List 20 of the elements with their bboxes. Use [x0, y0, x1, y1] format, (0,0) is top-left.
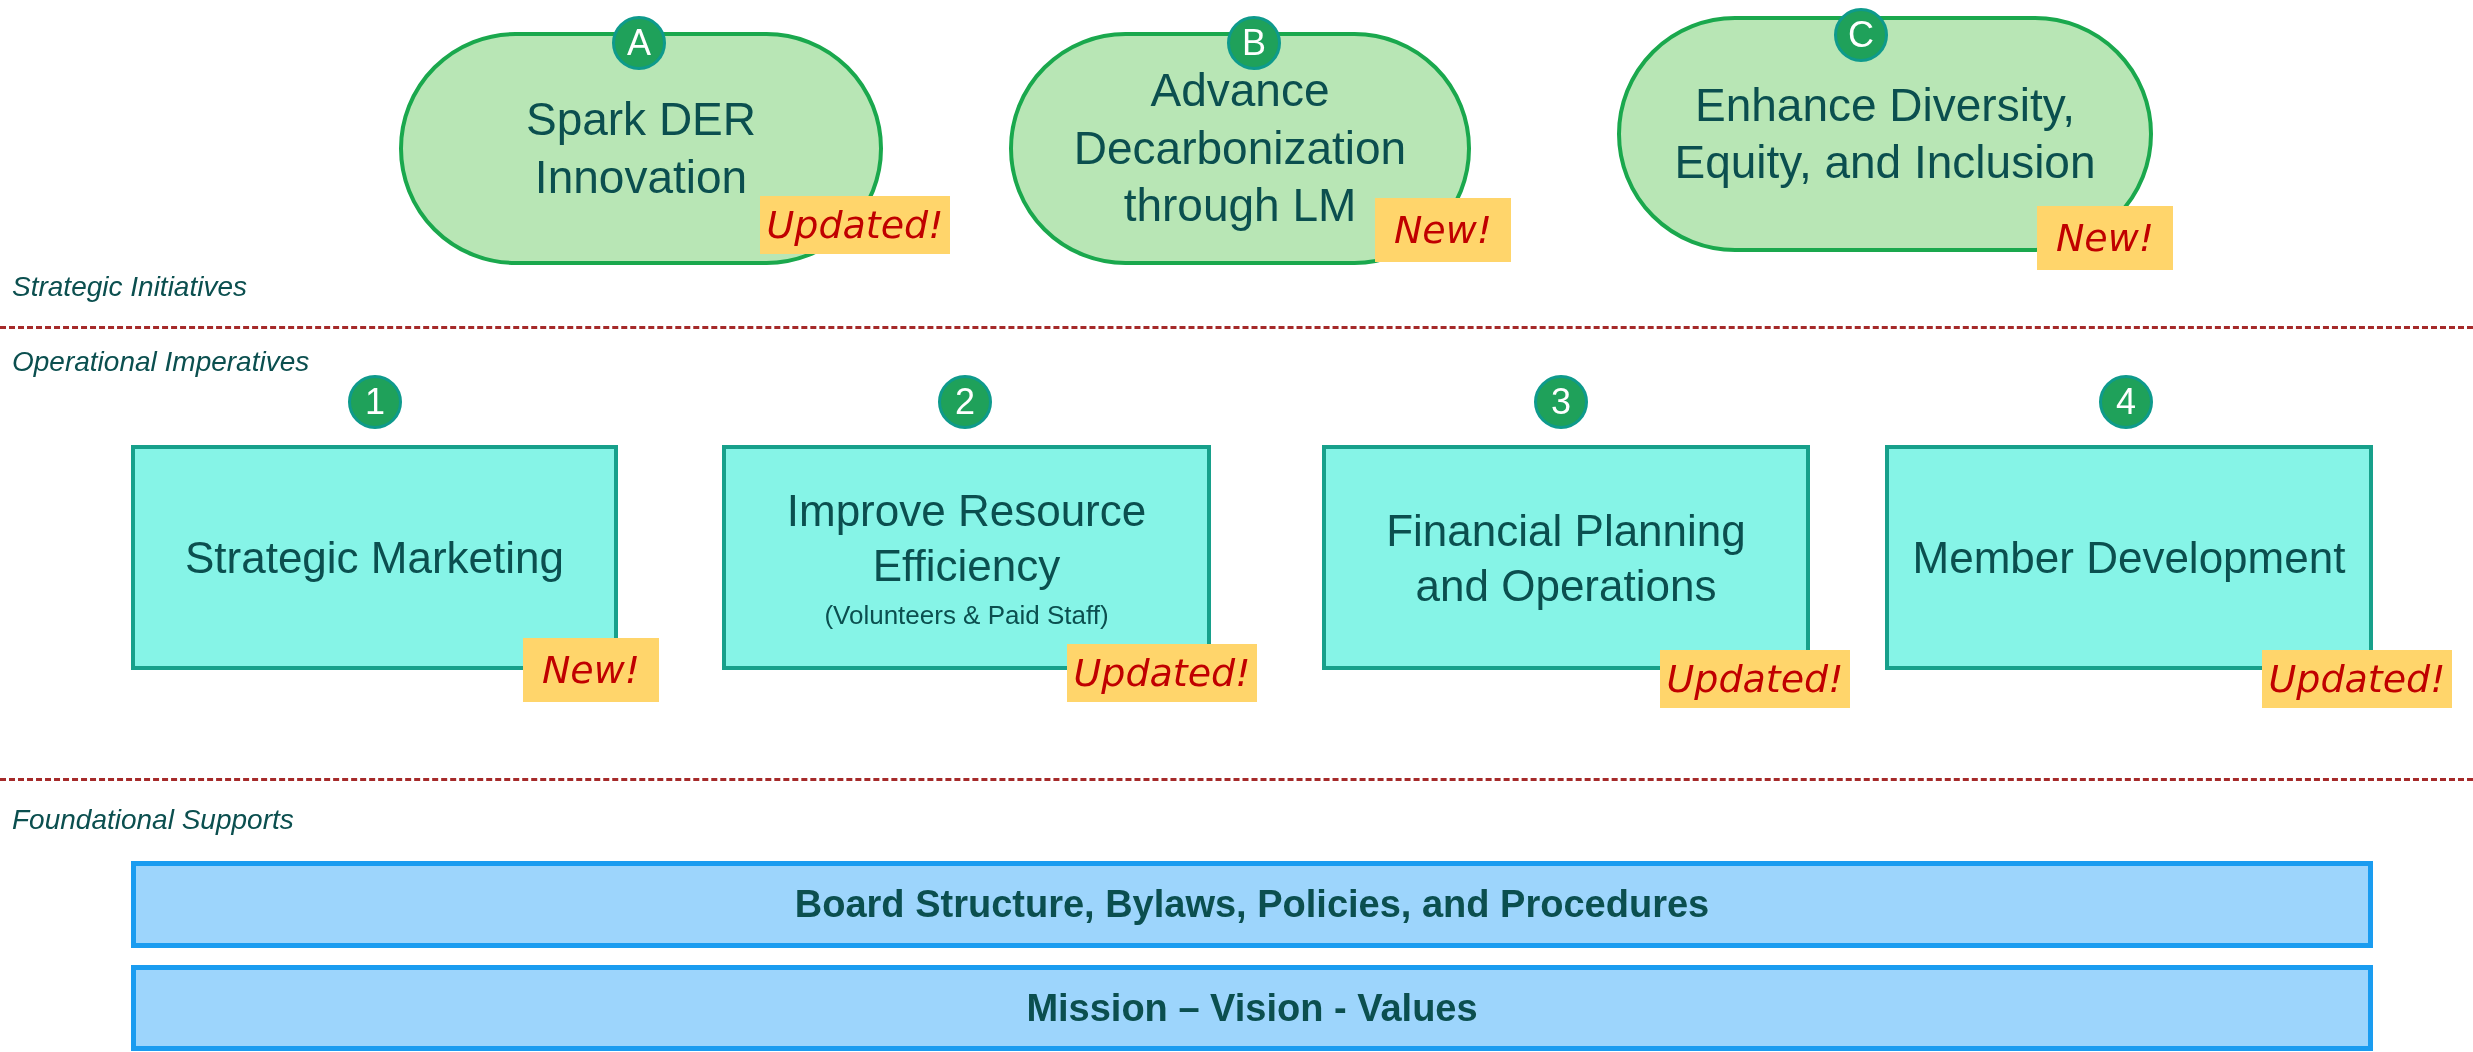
box-title: Improve Resource Efficiency [785, 485, 1148, 593]
status-tag: New! [523, 638, 659, 702]
status-tag: Updated! [2262, 650, 2452, 708]
number-badge: 1 [348, 375, 402, 429]
number-badge: B [1227, 16, 1281, 70]
layer-label: Operational Imperatives [12, 346, 310, 378]
status-tag: New! [2037, 206, 2173, 270]
box-subtitle: (Volunteers & Paid Staff) [824, 599, 1109, 632]
status-tag: Updated! [760, 196, 950, 254]
foundation-bar: Board Structure, Bylaws, Policies, and Procedures [131, 861, 2373, 948]
number-badge: 2 [938, 375, 992, 429]
status-tag: New! [1375, 198, 1511, 262]
layer-label: Strategic Initiatives [12, 271, 247, 303]
status-tag: Updated! [1067, 644, 1257, 702]
layer-label: Foundational Supports [12, 804, 294, 836]
number-badge: 3 [1534, 375, 1588, 429]
status-tag: Updated! [1660, 650, 1850, 708]
foundation-bar: Mission – Vision - Values [131, 965, 2373, 1051]
number-badge: A [612, 16, 666, 70]
number-badge: 4 [2099, 375, 2153, 429]
